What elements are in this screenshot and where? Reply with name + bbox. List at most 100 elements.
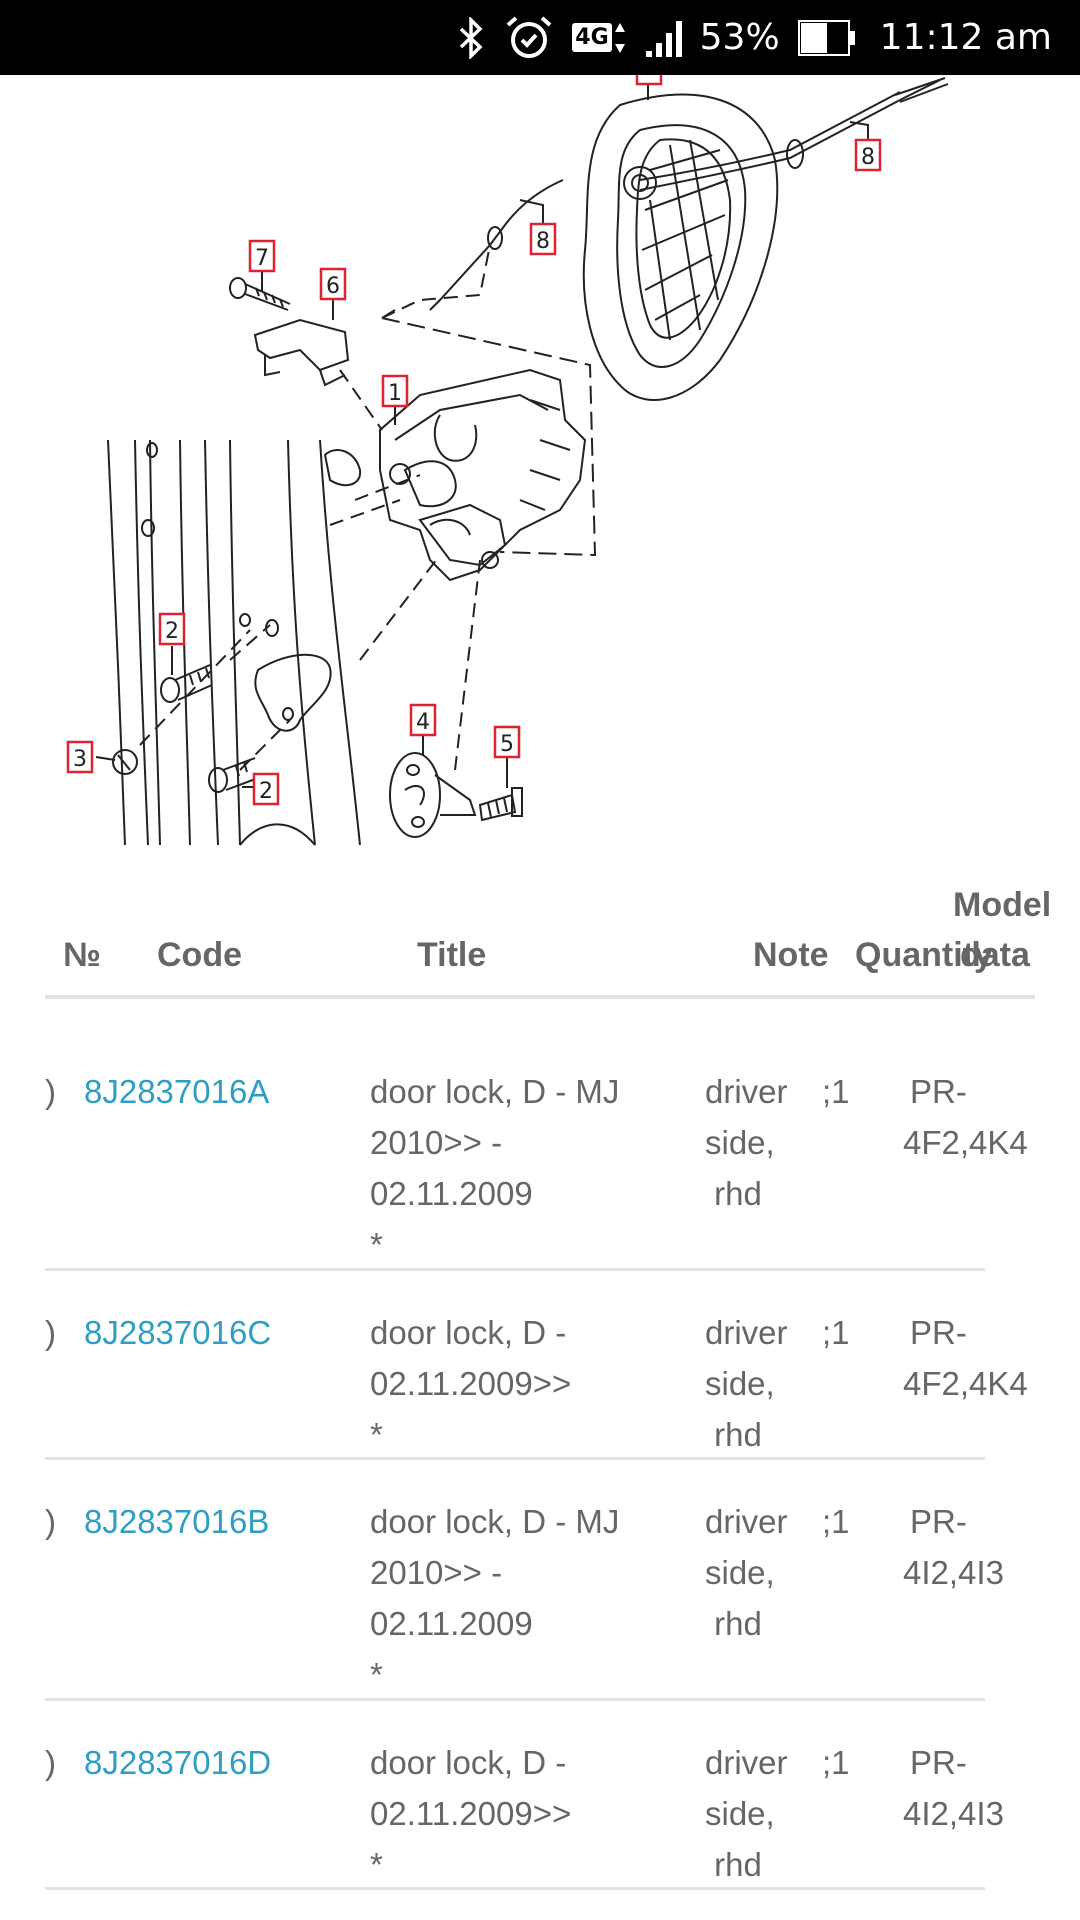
svg-text:8: 8 bbox=[861, 145, 875, 170]
table-row: ) 8J2837016A door lock, D - MJ 2010>> - 02.1… bbox=[45, 1030, 1028, 1271]
part-note-line: driver bbox=[705, 1073, 788, 1110]
part-title-line: door lock, D - bbox=[370, 1744, 567, 1781]
svg-text:6: 6 bbox=[326, 274, 340, 299]
svg-text:5: 5 bbox=[500, 732, 514, 757]
battery-percentage: 53% bbox=[699, 17, 780, 58]
part-model-line: PR- bbox=[910, 1744, 967, 1781]
part-title-line: 02.11.2009>> bbox=[370, 1795, 572, 1832]
part-note-line: side, bbox=[705, 1554, 775, 1591]
part-note: driver side, rhd bbox=[705, 1307, 788, 1460]
callout-8-right: 8 bbox=[854, 138, 882, 172]
clock-time: 11:12 am bbox=[879, 17, 1052, 58]
parts-diagram: 8 8 7 6 1 2 2 3 4 5 bbox=[66, 75, 949, 846]
part-title-line: * bbox=[370, 1846, 383, 1883]
column-header-quantity: Quantity bbox=[855, 936, 993, 974]
part-quantity: ;1 bbox=[822, 1503, 850, 1540]
part-title-line: door lock, D - bbox=[370, 1314, 567, 1351]
bluetooth-icon bbox=[456, 16, 486, 59]
part-model-data: PR- 4I2,4I3 bbox=[903, 1737, 1004, 1839]
data-arrows-icon bbox=[614, 22, 625, 53]
svg-text:7: 7 bbox=[255, 246, 269, 271]
part-note-line: side, bbox=[705, 1365, 775, 1402]
part-note-line: side, bbox=[705, 1124, 775, 1161]
part-note-line: driver bbox=[705, 1503, 788, 1540]
row-number: ) bbox=[45, 1503, 56, 1540]
part-model-line: 4I2,4I3 bbox=[903, 1554, 1004, 1591]
status-bar: 4G 53% 11:12 am bbox=[0, 0, 1080, 75]
part-quantity: ;1 bbox=[822, 1314, 850, 1351]
column-header-code: Code bbox=[157, 936, 242, 974]
part-note-line: side, bbox=[705, 1795, 775, 1832]
part-quantity: ;1 bbox=[822, 1744, 850, 1781]
column-header-number: № bbox=[63, 936, 101, 974]
callout-7: 7 bbox=[248, 239, 276, 273]
part-title-line: 2010>> - bbox=[370, 1124, 503, 1161]
alarm-icon bbox=[504, 15, 554, 61]
part-model-line: PR- bbox=[910, 1073, 967, 1110]
part-title-line: 02.11.2009 bbox=[370, 1175, 533, 1212]
table-header: № Code Title Note Quantity Model data bbox=[45, 880, 1051, 1000]
part-code-link[interactable]: 8J2837016D bbox=[84, 1744, 272, 1781]
svg-text:2: 2 bbox=[165, 619, 179, 644]
row-number: ) bbox=[45, 1744, 56, 1781]
callout-5: 5 bbox=[493, 725, 521, 759]
svg-text:8: 8 bbox=[536, 229, 550, 254]
part-note: driver side, rhd bbox=[705, 1496, 788, 1649]
svg-text:3: 3 bbox=[73, 747, 87, 772]
row-number: ) bbox=[45, 1073, 56, 1110]
signal-strength-icon bbox=[645, 17, 686, 59]
table-row: ) 8J2837016D door lock, D - 02.11.2009>> * dr… bbox=[45, 1701, 1004, 1890]
part-title-line: door lock, D - MJ bbox=[370, 1073, 620, 1110]
part-code-link[interactable]: 8J2837016B bbox=[84, 1503, 270, 1540]
svg-text:1: 1 bbox=[388, 381, 402, 406]
part-note: driver side, rhd bbox=[705, 1066, 788, 1219]
column-header-model-data-line2: data bbox=[960, 936, 1030, 974]
column-header-note: Note bbox=[753, 936, 829, 974]
part-note-line: rhd bbox=[705, 1175, 762, 1212]
part-model-data: PR- 4F2,4K4 bbox=[903, 1307, 1028, 1409]
svg-text:2: 2 bbox=[259, 779, 273, 804]
svg-text:4: 4 bbox=[416, 710, 430, 735]
callout-1-top bbox=[635, 75, 663, 86]
part-title-line: 02.11.2009>> bbox=[370, 1365, 572, 1402]
part-model-line: 4F2,4K4 bbox=[903, 1365, 1028, 1402]
part-code-link[interactable]: 8J2837016C bbox=[84, 1314, 272, 1351]
part-model-line: PR- bbox=[910, 1314, 967, 1351]
callout-4: 4 bbox=[409, 703, 437, 737]
part-code-link[interactable]: 8J2837016A bbox=[84, 1073, 270, 1110]
callout-2-lower: 2 bbox=[252, 772, 280, 806]
callout-3: 3 bbox=[66, 740, 94, 774]
part-note-line: driver bbox=[705, 1744, 788, 1781]
part-title-line: * bbox=[370, 1416, 383, 1453]
part-title-line: * bbox=[370, 1656, 383, 1693]
row-number: ) bbox=[45, 1314, 56, 1351]
parts-table: ) 8J2837016A door lock, D - MJ 2010>> - 02.1… bbox=[0, 1030, 1080, 1890]
part-title-line: 2010>> - bbox=[370, 1554, 503, 1591]
part-title: door lock, D - 02.11.2009>> * bbox=[370, 1307, 571, 1460]
part-model-data: PR- 4I2,4I3 bbox=[903, 1496, 1004, 1598]
part-title-line: * bbox=[370, 1226, 383, 1263]
callout-6: 6 bbox=[319, 267, 347, 301]
network-type-indicator: 4G bbox=[572, 18, 627, 58]
part-model-line: 4F2,4K4 bbox=[903, 1124, 1028, 1161]
callout-8-left: 8 bbox=[529, 222, 557, 256]
table-row: ) 8J2837016B door lock, D - MJ 2010>> - 02.1… bbox=[45, 1460, 1004, 1701]
part-note-line: driver bbox=[705, 1314, 788, 1351]
part-model-line: 4I2,4I3 bbox=[903, 1795, 1004, 1832]
callout-2-upper: 2 bbox=[158, 612, 186, 646]
part-title-line: door lock, D - MJ bbox=[370, 1503, 620, 1540]
part-title: door lock, D - MJ 2010>> - 02.11.2009 * bbox=[370, 1066, 619, 1270]
battery-icon bbox=[797, 19, 856, 56]
part-quantity: ;1 bbox=[822, 1073, 850, 1110]
column-header-model-data-line1: Model bbox=[953, 886, 1052, 924]
part-note-line: rhd bbox=[705, 1416, 762, 1453]
part-note-line: rhd bbox=[705, 1605, 762, 1642]
part-model-line: PR- bbox=[910, 1503, 967, 1540]
table-row: ) 8J2837016C door lock, D - 02.11.2009>> * dr… bbox=[45, 1271, 1028, 1460]
part-title: door lock, D - 02.11.2009>> * bbox=[370, 1737, 571, 1890]
column-header-title: Title bbox=[417, 936, 487, 974]
callout-1: 1 bbox=[381, 374, 409, 408]
network-type-label: 4G bbox=[572, 23, 612, 52]
part-title-line: 02.11.2009 bbox=[370, 1605, 533, 1642]
